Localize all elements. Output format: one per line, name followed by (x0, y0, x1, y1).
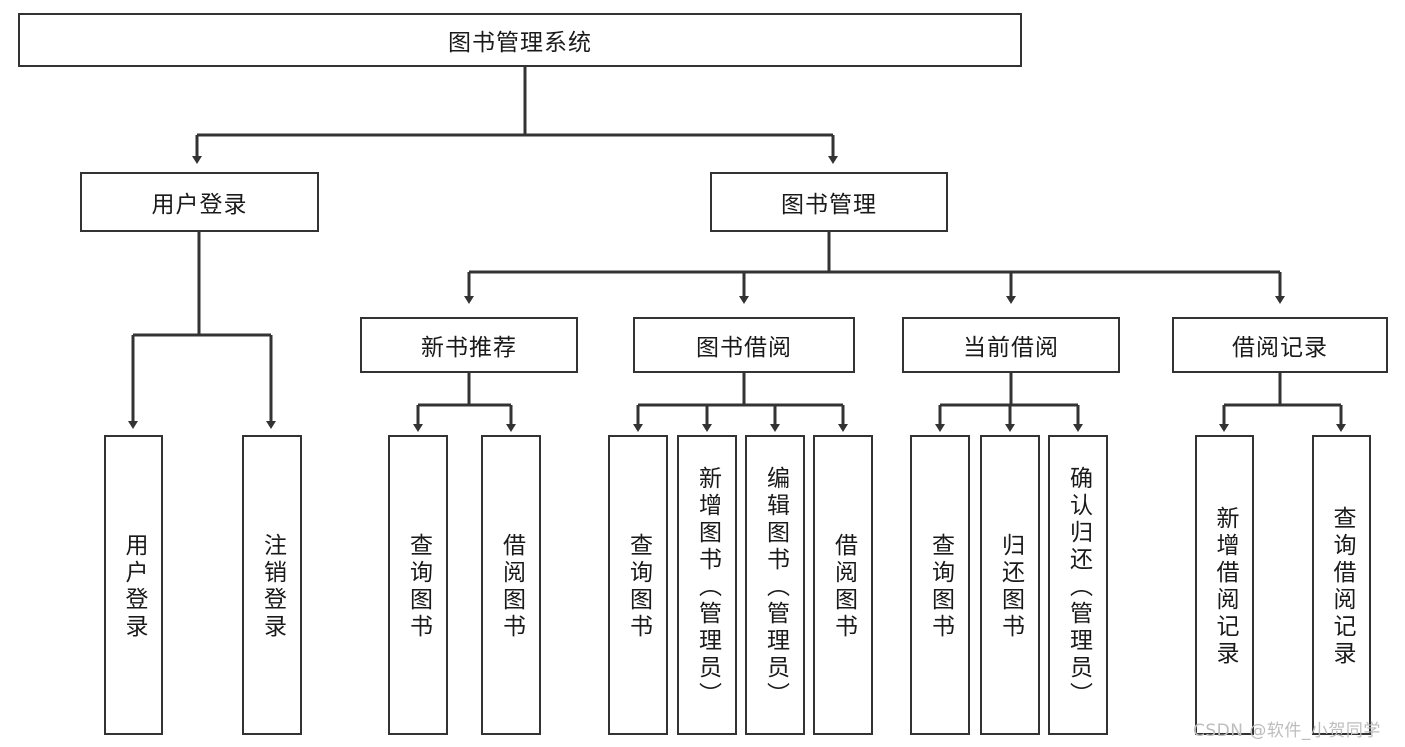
node-borrow-record[interactable]: 借阅记录 (1172, 317, 1388, 373)
leaf-borrow-add-book-label: 新增图书（管理员） (694, 465, 721, 709)
leaf-user-login-login-label: 用户登录 (121, 533, 147, 641)
node-current-borrow[interactable]: 当前借阅 (902, 317, 1120, 373)
node-user-login-label: 用户登录 (151, 192, 248, 218)
leaf-recommend-borrow-book-label: 借阅图书 (498, 533, 525, 641)
node-root-label: 图书管理系统 (448, 30, 592, 56)
leaf-recommend-query-book-label: 查询图书 (405, 533, 432, 641)
node-new-book-recommend-label: 新书推荐 (421, 335, 517, 361)
leaf-user-login-logout-label: 注销登录 (259, 533, 286, 641)
leaf-recommend-query-book[interactable]: 查询图书 (388, 435, 448, 735)
leaf-current-query-book-label: 查询图书 (927, 533, 954, 641)
leaf-record-query-record-label: 查询借阅记录 (1329, 506, 1355, 668)
leaf-current-confirm-return[interactable]: 确认归还（管理员） (1048, 435, 1108, 735)
leaf-current-confirm-return-label: 确认归还（管理员） (1065, 465, 1092, 709)
node-user-login[interactable]: 用户登录 (80, 172, 319, 232)
node-book-borrow-label: 图书借阅 (696, 335, 792, 361)
leaf-user-login-logout[interactable]: 注销登录 (242, 435, 302, 735)
leaf-borrow-query-book[interactable]: 查询图书 (608, 435, 668, 735)
leaf-record-query-record[interactable]: 查询借阅记录 (1312, 435, 1371, 735)
node-book-borrow[interactable]: 图书借阅 (633, 317, 855, 373)
leaf-record-add-record[interactable]: 新增借阅记录 (1195, 435, 1254, 735)
leaf-borrow-borrow-book-label: 借阅图书 (830, 533, 857, 641)
leaf-recommend-borrow-book[interactable]: 借阅图书 (481, 435, 541, 735)
leaf-current-query-book[interactable]: 查询图书 (910, 435, 970, 735)
leaf-borrow-add-book[interactable]: 新增图书（管理员） (677, 435, 737, 735)
leaf-borrow-edit-book[interactable]: 编辑图书（管理员） (745, 435, 805, 735)
node-new-book-recommend[interactable]: 新书推荐 (360, 317, 578, 373)
node-borrow-record-label: 借阅记录 (1232, 335, 1328, 361)
leaf-borrow-query-book-label: 查询图书 (625, 533, 652, 641)
node-root[interactable]: 图书管理系统 (18, 13, 1022, 67)
watermark-text: CSDN @软件_小贺同学 (1193, 721, 1381, 741)
leaf-record-add-record-label: 新增借阅记录 (1212, 506, 1238, 668)
leaf-borrow-borrow-book[interactable]: 借阅图书 (813, 435, 873, 735)
leaf-current-return-book-label: 归还图书 (997, 533, 1024, 641)
node-current-borrow-label: 当前借阅 (963, 335, 1059, 361)
leaf-user-login-login[interactable]: 用户登录 (104, 435, 163, 735)
leaf-current-return-book[interactable]: 归还图书 (980, 435, 1040, 735)
node-book-management[interactable]: 图书管理 (710, 172, 948, 232)
node-book-management-label: 图书管理 (781, 192, 877, 218)
leaf-borrow-edit-book-label: 编辑图书（管理员） (762, 465, 789, 709)
